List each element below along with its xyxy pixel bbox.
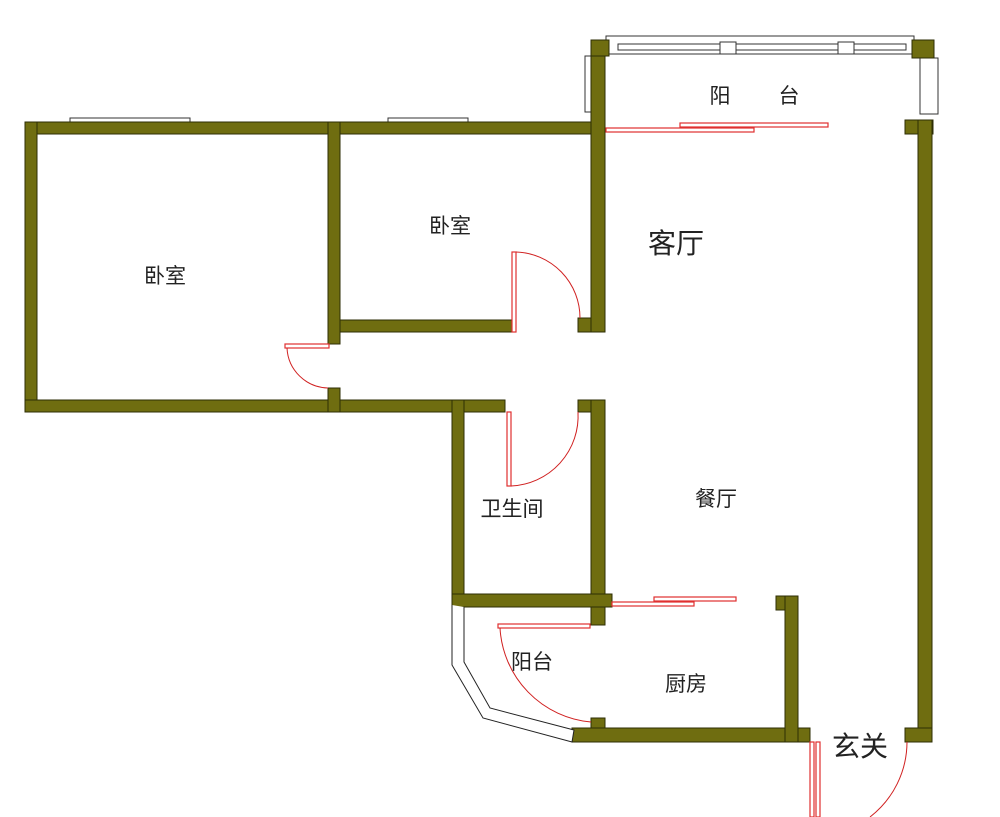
doors xyxy=(284,122,908,817)
room-label-entrance: 玄关 xyxy=(831,730,889,763)
room-label-bedroom-middle: 卧室 xyxy=(429,214,471,238)
balcony-rail xyxy=(451,605,575,743)
room-label-living-room: 客厅 xyxy=(647,227,705,260)
room-label-balcony-small: 阳台 xyxy=(511,650,553,674)
room-label-balcony-top-1: 阳 xyxy=(709,84,731,108)
windows xyxy=(69,35,939,133)
room-label-bedroom-left: 卧室 xyxy=(144,264,186,288)
room-label-kitchen: 厨房 xyxy=(665,672,707,696)
room-label-dining-room: 餐厅 xyxy=(695,487,737,511)
walls xyxy=(24,39,935,743)
room-label-bathroom: 卫生间 xyxy=(480,497,544,521)
room-label-balcony-top-2: 台 xyxy=(778,84,800,108)
